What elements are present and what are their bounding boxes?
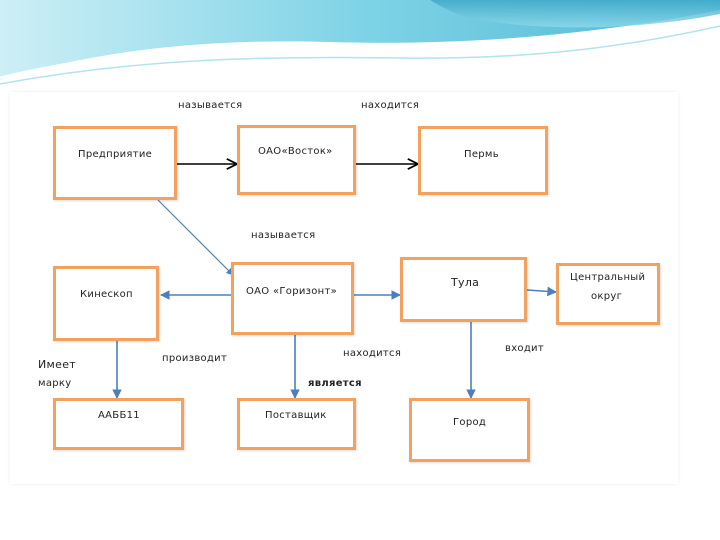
box-city-label: Город	[453, 417, 486, 428]
box-perm-label: Пермь	[464, 149, 499, 160]
box-central-district-label-line2: округ	[591, 291, 622, 302]
box-kinescope-label: Кинескоп	[80, 289, 133, 300]
box-enterprise-label: Предприятие	[78, 149, 152, 160]
box-horizont	[231, 262, 354, 335]
relation-has-brand-line1: Имеет	[38, 358, 76, 371]
arrow-tula-to-central-district	[527, 290, 556, 292]
box-vostok	[237, 125, 356, 195]
box-city	[409, 398, 530, 462]
relation-is-located-2: находится	[343, 348, 401, 359]
box-central-district-label-line1: Центральный	[570, 272, 645, 283]
box-aabb11-label: ААББ11	[98, 410, 140, 421]
box-supplier	[237, 398, 356, 450]
arrow-enterprise-to-horizont	[158, 200, 233, 275]
relation-has-brand-line2: марку	[38, 378, 71, 389]
relation-produces: производит	[162, 353, 227, 364]
relation-is-named-1: называется	[178, 100, 242, 111]
box-aabb11	[53, 398, 184, 450]
box-horizont-label: ОАО «Горизонт»	[246, 286, 337, 297]
box-enterprise	[53, 126, 177, 200]
box-vostok-label: ОАО«Восток»	[258, 146, 333, 157]
relation-is-named-2: называется	[251, 230, 315, 241]
relation-is: является	[308, 378, 362, 389]
relation-is-located-1: находится	[361, 100, 419, 111]
box-kinescope	[53, 266, 159, 341]
box-tula	[400, 257, 527, 322]
box-supplier-label: Поставщик	[265, 410, 327, 421]
box-tula-label: Тула	[451, 276, 479, 289]
relation-enters: входит	[505, 343, 544, 354]
box-perm	[418, 126, 548, 195]
